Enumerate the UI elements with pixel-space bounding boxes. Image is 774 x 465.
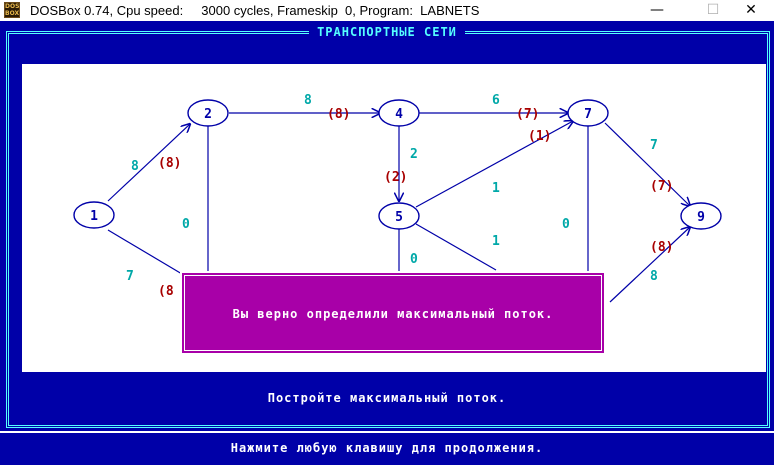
edge-5-7-capacity: 1 — [492, 181, 500, 196]
press-any-key-text: Нажмите любую клавишу для продолжения. — [230, 441, 544, 455]
edge-7-9-capacity: 7 — [650, 138, 658, 153]
node-1: 1 — [73, 201, 115, 229]
edge-5-lower-2-capacity: 0 — [410, 252, 418, 267]
edge-4-7-flow: (7) — [516, 107, 539, 122]
node-2: 2 — [187, 99, 229, 127]
dos-screen[interactable]: ТРАНСПОРТНЫЕ СЕТИ 1 — [0, 21, 774, 465]
edge-5-7-flow: (1) — [528, 129, 551, 144]
bottom-bar: Нажмите любую клавишу для продолжения. — [0, 431, 774, 465]
instruction-text: Постройте максимальный поток. — [267, 391, 507, 405]
edge-1-2 — [107, 124, 190, 202]
node-1-label: 1 — [90, 209, 98, 224]
edge-2-4-capacity: 8 — [304, 93, 312, 108]
edge-7-9 — [604, 122, 690, 206]
close-button[interactable]: ✕ — [745, 2, 757, 18]
minimize-button[interactable]: — — [650, 2, 664, 18]
node-9-label: 9 — [697, 210, 705, 225]
graph-panel: 1 2 4 5 7 9 8 7 — [22, 64, 766, 372]
node-7-label: 7 — [584, 107, 592, 122]
edge-1-lower — [107, 229, 183, 275]
screen-header: ТРАНСПОРТНЫЕ СЕТИ — [0, 21, 774, 42]
edge-5-lower — [415, 223, 497, 271]
edge-1-2-capacity: 8 — [131, 159, 139, 174]
edge-2-4-flow: (8) — [327, 107, 350, 122]
screen-header-text: ТРАНСПОРТНЫЕ СЕТИ — [309, 25, 465, 39]
maximize-button[interactable]: ☐ — [706, 2, 720, 18]
dialog-message: Вы верно определили максимальный поток. — [232, 307, 554, 321]
edge-1-lower-capacity: 7 — [126, 269, 134, 284]
node-9: 9 — [680, 202, 722, 230]
node-2-label: 2 — [204, 107, 212, 122]
dialog-border — [184, 275, 602, 351]
node-4-label: 4 — [395, 107, 403, 122]
edge-7-lower-capacity: 0 — [562, 217, 570, 232]
edge-1-lower-flow: (8 — [158, 284, 174, 299]
edge-7-9-flow: (7) — [650, 179, 673, 194]
result-dialog[interactable]: Вы верно определили максимальный поток. — [180, 271, 606, 355]
edge-2-lower-capacity: 0 — [182, 217, 190, 232]
window-title: DOSBox 0.74, Cpu speed: 3000 cycles, Fra… — [30, 3, 480, 18]
node-4: 4 — [378, 99, 420, 127]
node-5-label: 5 — [395, 210, 403, 225]
edge-5-lower-capacity: 1 — [492, 234, 500, 249]
edge-4-5-flow: (2) — [384, 170, 407, 185]
node-5: 5 — [378, 202, 420, 230]
edge-4-7-capacity: 6 — [492, 93, 500, 108]
edge-1-2-flow: (8) — [158, 156, 181, 171]
edge-lower-9-capacity: 8 — [650, 269, 658, 284]
edge-lower-9 — [609, 227, 690, 303]
network-graph: 1 2 4 5 7 9 8 7 — [73, 93, 722, 303]
edge-5-7 — [415, 121, 573, 208]
edge-lower-9-flow: (8) — [650, 240, 673, 255]
edge-4-5-capacity: 2 — [410, 147, 418, 162]
node-7: 7 — [567, 99, 609, 127]
